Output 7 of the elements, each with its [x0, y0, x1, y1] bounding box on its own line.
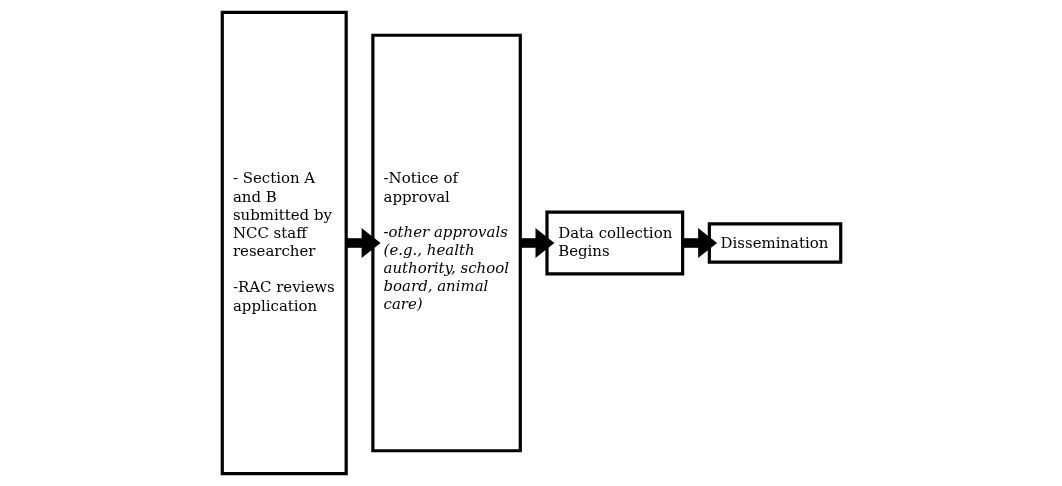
arrow [520, 228, 554, 258]
node-box: Data collection Begins [544, 210, 684, 276]
node-box: - Section A and B submitted by NCC staff researcher -RAC reviews application [220, 10, 348, 476]
arrow [345, 228, 381, 258]
node-box: Dissemination [707, 222, 842, 264]
arrow [682, 228, 717, 258]
node-box: -Notice of approval -other approvals (e.g., health authority, school board, animal care) [370, 33, 522, 453]
